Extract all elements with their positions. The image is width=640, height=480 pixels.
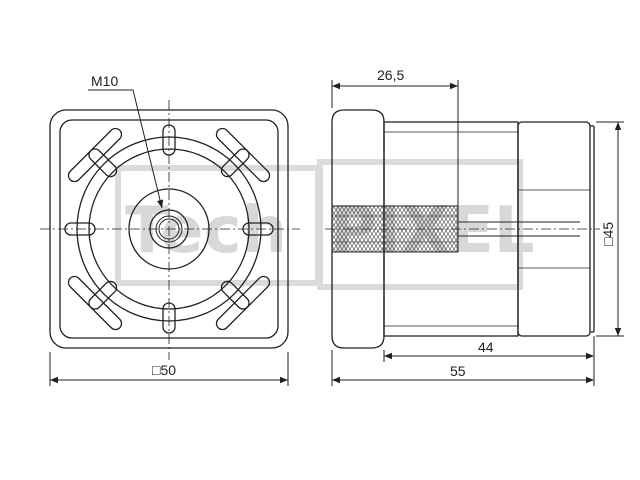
front-centerlines — [40, 100, 300, 360]
rib-top-right — [215, 127, 271, 183]
tube-size-dimension — [596, 121, 624, 337]
overall-length-label: 55 — [450, 363, 466, 379]
insert-length-label: 44 — [478, 339, 494, 355]
insert-length-dimension — [383, 336, 595, 362]
rib-bottom-right — [215, 275, 271, 331]
thread-label: M10 — [91, 73, 118, 89]
svg-text:Tech: Tech — [125, 194, 287, 268]
rib-bottom-left — [67, 275, 123, 331]
cap-flange — [331, 109, 385, 349]
square-side-dimension — [49, 352, 289, 386]
square-side-label: □50 — [152, 362, 176, 378]
tube-size-label: □45 — [600, 222, 616, 246]
depth-dimension — [331, 80, 459, 206]
thread-leader — [88, 89, 164, 209]
rib-top-left — [67, 127, 123, 183]
depth-label: 26,5 — [377, 67, 404, 83]
overall-length-dimension — [331, 350, 595, 386]
watermark: Tech PIXEL — [115, 159, 535, 290]
